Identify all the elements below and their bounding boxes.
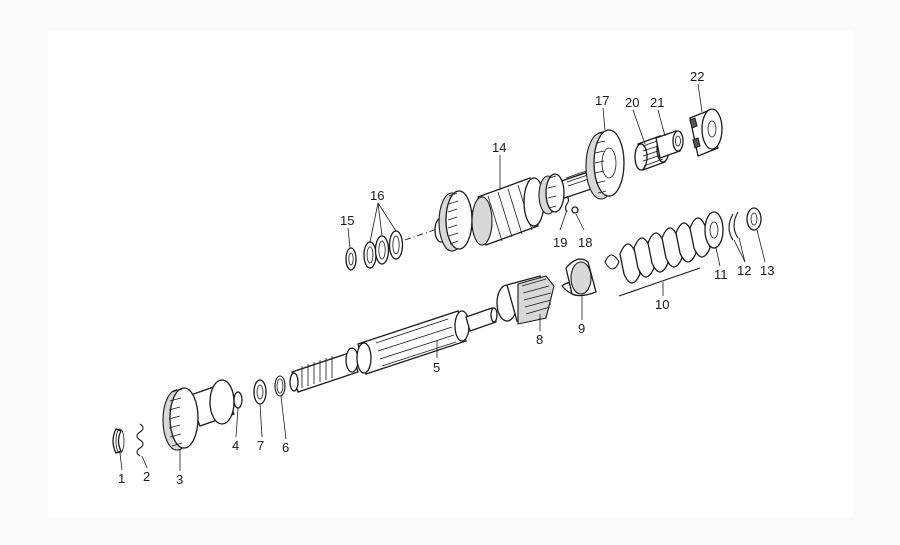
part-13-ring bbox=[746, 207, 762, 231]
part-10-coil-spring bbox=[604, 217, 711, 297]
part-21-bushing bbox=[655, 130, 684, 159]
part-15-washer bbox=[345, 247, 357, 271]
callout-8: 8 bbox=[536, 332, 543, 347]
callout-13: 13 bbox=[760, 263, 774, 278]
leader-lines bbox=[119, 83, 766, 471]
callout-20: 20 bbox=[625, 95, 639, 110]
callout-4: 4 bbox=[232, 438, 239, 453]
callout-labels: 1 2 3 4 5 6 7 8 9 10 11 12 13 14 15 16 1… bbox=[118, 69, 774, 487]
callout-14: 14 bbox=[492, 140, 506, 155]
callout-21: 21 bbox=[650, 95, 664, 110]
part-1-circlip bbox=[112, 428, 125, 454]
callout-16: 16 bbox=[370, 188, 384, 203]
part-18-19-pin-spring bbox=[564, 195, 579, 214]
part-7-ring bbox=[253, 379, 267, 405]
upper-shaft-assembly bbox=[345, 108, 723, 271]
callout-19: 19 bbox=[553, 235, 567, 250]
callout-7: 7 bbox=[257, 438, 264, 453]
part-12-circlips bbox=[728, 211, 739, 241]
callout-6: 6 bbox=[282, 440, 289, 455]
callout-22: 22 bbox=[690, 69, 704, 84]
callout-12: 12 bbox=[737, 263, 751, 278]
part-3-gear bbox=[162, 379, 235, 451]
upper-axis-line bbox=[404, 227, 441, 241]
lower-shaft-assembly bbox=[112, 207, 762, 457]
part-11-washer bbox=[704, 211, 724, 249]
callout-1: 1 bbox=[118, 471, 125, 486]
part-5-main-shaft bbox=[289, 307, 498, 393]
callout-15: 15 bbox=[340, 213, 354, 228]
part-10-bracket-line bbox=[618, 267, 701, 297]
callout-10: 10 bbox=[655, 297, 669, 312]
part-9-cup bbox=[565, 258, 597, 297]
callout-17: 17 bbox=[595, 93, 609, 108]
part-2-spring-washer bbox=[136, 423, 144, 457]
callout-9: 9 bbox=[578, 321, 585, 336]
part-6-circlip bbox=[274, 375, 286, 397]
callout-2: 2 bbox=[143, 469, 150, 484]
part-17-gear bbox=[585, 129, 625, 200]
callout-3: 3 bbox=[176, 472, 183, 487]
part-16-rings bbox=[363, 230, 404, 269]
part-22-coupling-sleeve bbox=[689, 108, 723, 157]
part-8-bevel-pinion bbox=[496, 275, 555, 325]
callout-5: 5 bbox=[433, 360, 440, 375]
part-4-washer bbox=[233, 391, 243, 409]
part-14-cluster-gear bbox=[434, 167, 607, 252]
callout-18: 18 bbox=[578, 235, 592, 250]
callout-11: 11 bbox=[714, 267, 728, 282]
